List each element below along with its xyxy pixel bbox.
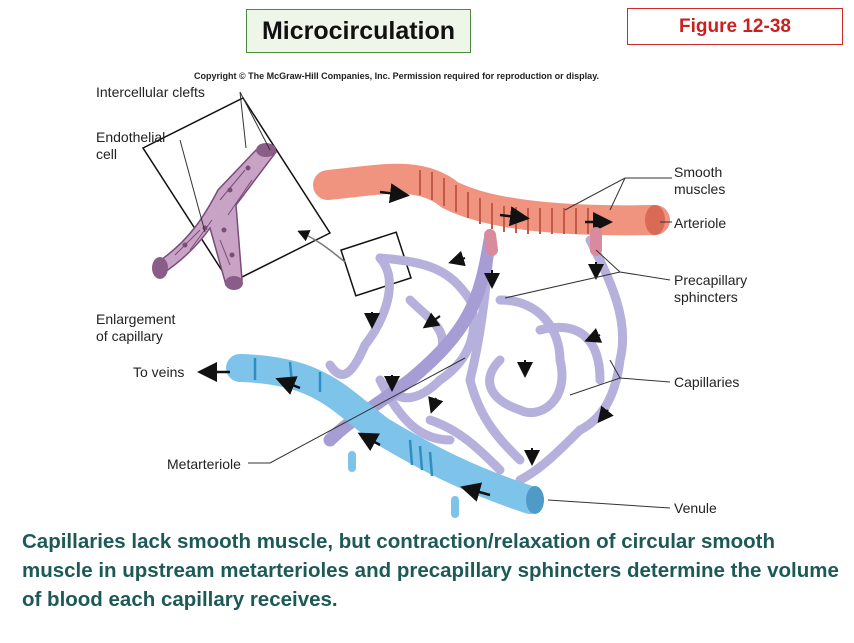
- label-precapillary-sphincters: Precapillary sphincters: [674, 272, 748, 305]
- arteriole: [313, 163, 670, 236]
- caption: Capillaries lack smooth muscle, but cont…: [22, 530, 839, 611]
- label-arteriole: Arteriole: [674, 215, 727, 231]
- enlargement-inset: [141, 97, 332, 290]
- label-endothelial-cell: Endothelial cell: [96, 129, 166, 162]
- label-metarteriole: Metarteriole: [167, 456, 241, 472]
- enlargement-source-box: [340, 231, 412, 297]
- label-enlargement: Enlargement of capillary: [96, 311, 176, 344]
- label-capillaries: Capillaries: [674, 374, 740, 390]
- copyright-notice: Copyright © The McGraw-Hill Companies, I…: [194, 71, 600, 81]
- venule: [197, 354, 544, 518]
- label-venule: Venule: [674, 500, 717, 516]
- label-intercellular-clefts: Intercellular clefts: [96, 84, 205, 100]
- label-to-veins: To veins: [133, 364, 185, 380]
- label-smooth-muscles: Smooth muscles: [674, 164, 726, 197]
- microcirculation-diagram: [141, 91, 672, 518]
- figure-label: Figure 12-38: [627, 8, 843, 45]
- page-title: Microcirculation: [246, 9, 471, 53]
